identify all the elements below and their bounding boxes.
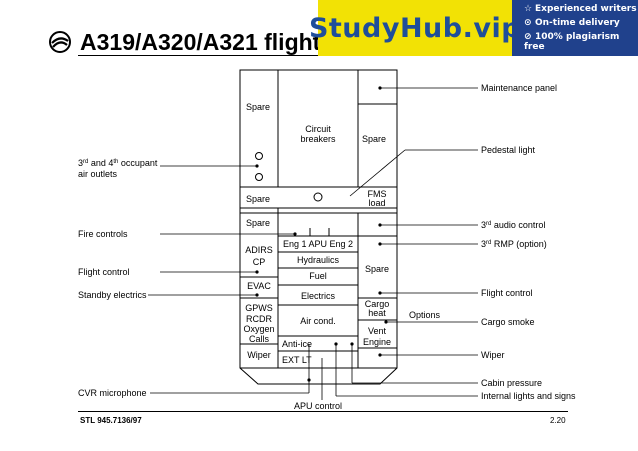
star-icon: ☆	[524, 4, 533, 14]
leader-dots	[255, 86, 388, 382]
airbus-logo-icon	[49, 31, 71, 53]
panel-spare-top: Spare	[246, 102, 270, 112]
panel-spare-right: Spare	[362, 134, 386, 144]
panel-calls: Calls	[249, 334, 270, 344]
panel-circuit-line2: breakers	[300, 134, 336, 144]
panel-vent-line2: Engine	[363, 337, 391, 347]
panel-vent-line1: Vent	[368, 326, 387, 336]
footer-reference: STL 945.7136/97	[80, 416, 142, 425]
callout-flight-control-left: Flight control	[78, 267, 130, 277]
feature-item: ☆Experienced writers	[524, 4, 638, 14]
brand-name[interactable]: StudyHub.vip	[309, 0, 521, 56]
panel-eng: Eng 1 APU Eng 2	[283, 239, 353, 249]
panel-wiper: Wiper	[247, 350, 271, 360]
panel-fuel: Fuel	[309, 271, 327, 281]
panel-spare-mid: Spare	[246, 194, 270, 204]
panel-fms-line2: load	[368, 198, 385, 208]
pedestal-light-knob	[313, 192, 323, 202]
panel-oxygen: Oxygen	[243, 324, 274, 334]
panel-adirs-line2: CP	[253, 257, 266, 267]
callout-flight-control-right: Flight control	[481, 288, 533, 298]
panel-gpws: GPWS	[245, 303, 273, 313]
title-block: A319/A320/A321 flight	[48, 22, 320, 62]
callout-fire-controls: Fire controls	[78, 229, 128, 239]
air-outlet-knob	[255, 152, 263, 160]
panel-electrics: Electrics	[301, 291, 336, 301]
leader-lines	[148, 87, 478, 400]
panel-spare-r2: Spare	[365, 264, 389, 274]
panel-fms-line1: FMS	[368, 189, 387, 199]
panel-rcdr: RCDR	[246, 314, 272, 324]
callout-occupant: 3rd and 4th occupant	[78, 158, 158, 168]
panel-aircond: Air cond.	[300, 316, 336, 326]
callout-audio-control: 3rd audio control	[481, 220, 545, 230]
feature-text: On-time delivery	[535, 18, 620, 28]
callout-apu-control: APU control	[294, 401, 342, 411]
page-title: A319/A320/A321 flight	[80, 28, 321, 55]
feature-text: 100% plagiarism free	[524, 32, 620, 52]
studyhub-banner[interactable]: StudyHub.vip ☆Experienced writers ⊙On-ti…	[309, 0, 638, 56]
footer-divider	[78, 411, 568, 412]
panel-antiice: Anti-ice	[282, 339, 312, 349]
callout-internal-lights: Internal lights and signs	[481, 391, 576, 401]
panel-hydraulics: Hydraulics	[297, 255, 340, 265]
callout-occupant-line2: air outlets	[78, 169, 118, 179]
feature-text: Experienced writers	[535, 4, 637, 14]
callout-options: Options	[409, 310, 441, 320]
clock-icon: ⊙	[524, 18, 532, 28]
panel-spare-lower: Spare	[246, 218, 270, 228]
feature-list: ☆Experienced writers ⊙On-time delivery ⊘…	[512, 0, 638, 56]
air-outlet-knob	[255, 173, 263, 181]
panel-adirs-line1: ADIRS	[245, 245, 273, 255]
panel-outline	[239, 69, 398, 385]
panel-cargo-line1: Cargo	[365, 299, 390, 309]
callout-cabin-pressure: Cabin pressure	[481, 378, 542, 388]
panel-circuit-line1: Circuit	[305, 124, 331, 134]
callout-maintenance-panel: Maintenance panel	[481, 83, 557, 93]
callout-rmp: 3rd RMP (option)	[481, 239, 547, 249]
callout-standby-electrics: Standby electrics	[78, 290, 147, 300]
feature-item: ⊙On-time delivery	[524, 18, 638, 28]
callout-cvr-microphone: CVR microphone	[78, 388, 147, 398]
feature-item: ⊘100% plagiarism free	[524, 32, 638, 52]
panel-extlt: EXT LT	[282, 355, 312, 365]
callout-pedestal-light: Pedestal light	[481, 145, 536, 155]
callout-cargo-smoke: Cargo smoke	[481, 317, 535, 327]
badge-icon: ⊘	[524, 32, 532, 42]
page-number: 2.20	[550, 416, 566, 425]
callout-wiper-right: Wiper	[481, 350, 505, 360]
panel-cargo-line2: heat	[368, 308, 386, 318]
panel-evac: EVAC	[247, 281, 271, 291]
